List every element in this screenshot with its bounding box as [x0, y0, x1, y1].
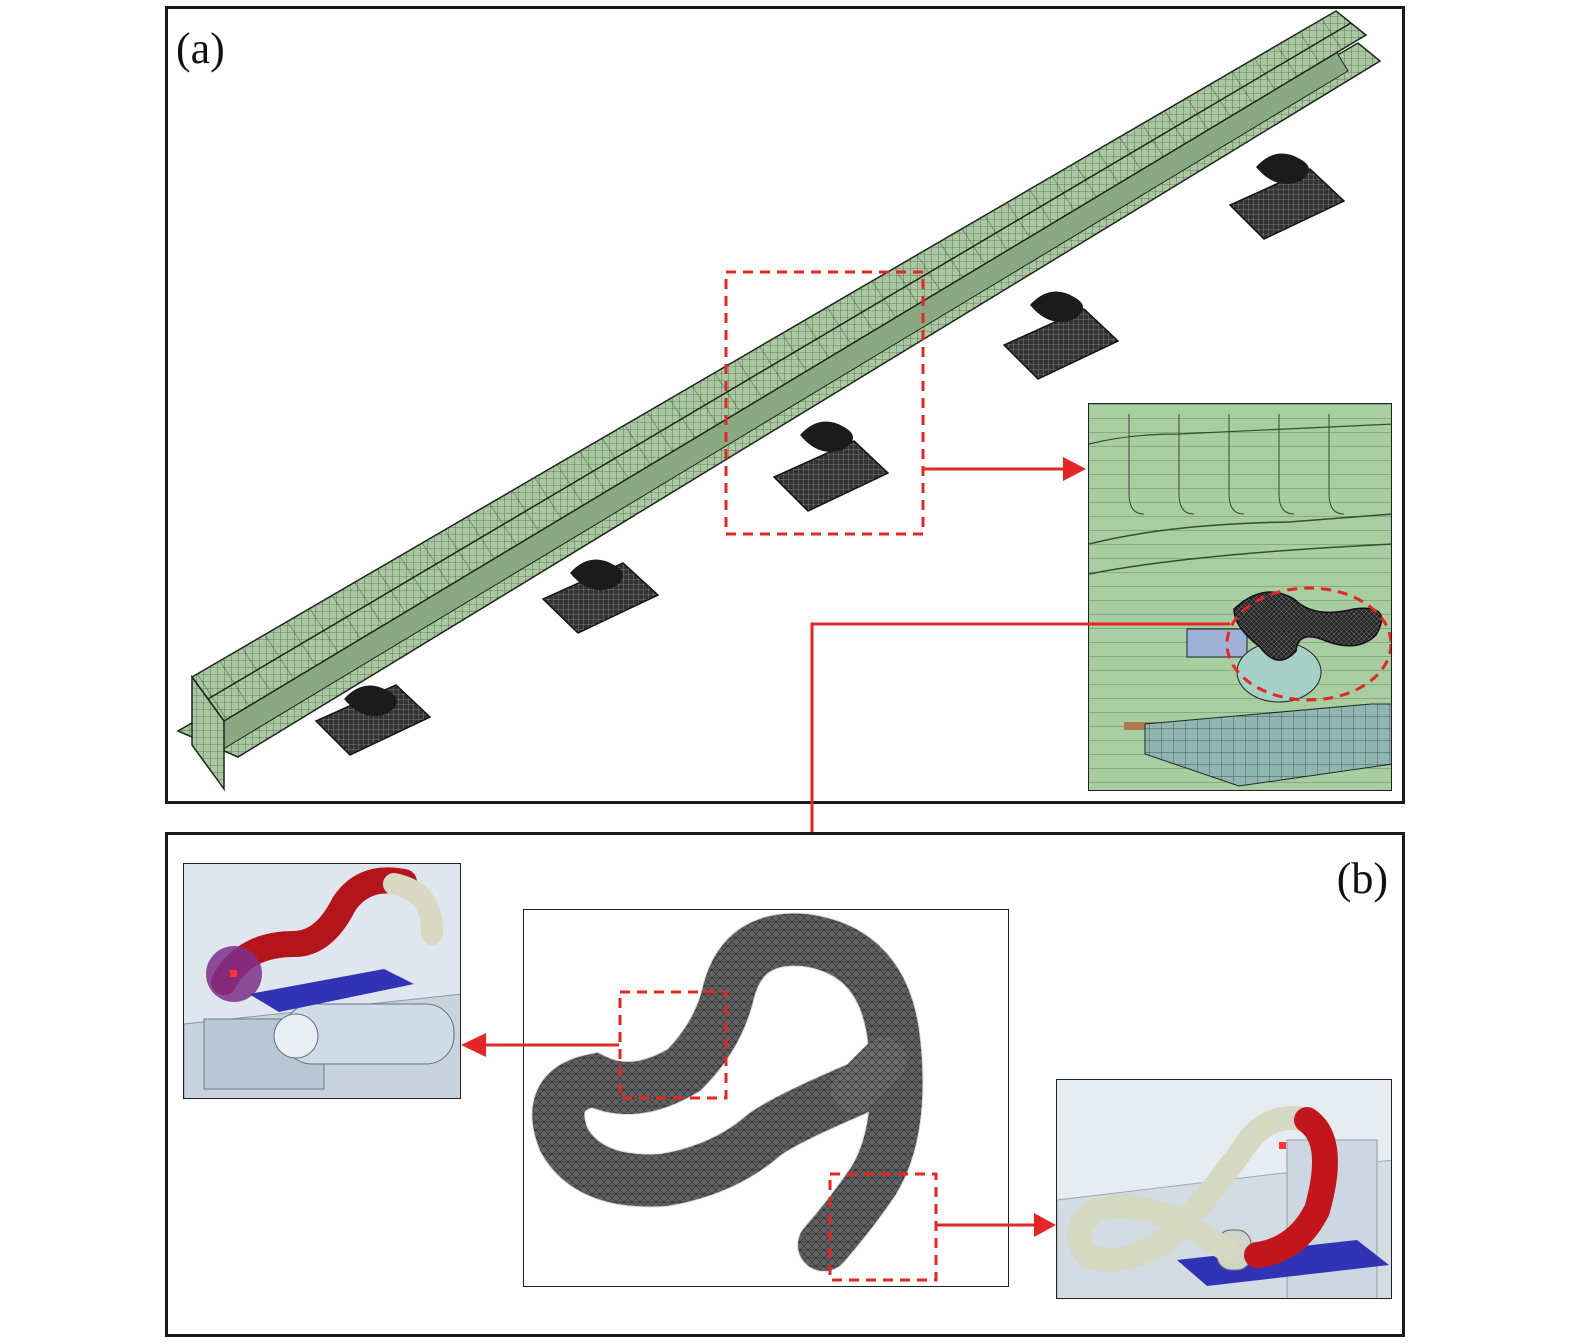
pad-blue — [1177, 1240, 1389, 1286]
zoom-region-box-b1 — [618, 990, 728, 1100]
inset-clip-left-region — [183, 863, 461, 1099]
rail-mesh-illustration — [176, 10, 1382, 792]
clip-right-render — [1057, 1080, 1391, 1298]
clip-body-neutral — [1067, 1106, 1319, 1272]
inset-clip-right-region — [1056, 1079, 1392, 1299]
fastener-5 — [1228, 153, 1346, 240]
insulator-pad-blue — [249, 969, 414, 1012]
fastener-zoom-illustration — [1089, 404, 1391, 790]
panel-b-label: (b) — [1336, 854, 1388, 903]
panel-b-clip-detail: (b) — [165, 832, 1405, 1337]
clip-left-render — [184, 864, 460, 1098]
fastener-3 — [772, 421, 890, 512]
fastener-2 — [541, 559, 660, 634]
e-clip-tetra-mesh — [532, 913, 923, 1271]
inset-rail-fastener-zoom — [1088, 403, 1392, 791]
zoom-region-box-a — [724, 270, 925, 536]
inset-clip-mesh — [523, 909, 1009, 1287]
e-clip-mesh — [1233, 591, 1383, 661]
panel-a-label: (a) — [176, 24, 225, 73]
panel-a-rail-model: (a) — [165, 6, 1405, 804]
fastener-1 — [314, 684, 432, 756]
zoom-region-circle — [1225, 586, 1391, 702]
clip-mesh-render — [531, 912, 938, 1282]
fastener-4 — [1002, 291, 1120, 380]
insulator-block — [1186, 628, 1248, 658]
zoom-region-box-b2 — [828, 1172, 938, 1282]
clip-stress-red-end — [1244, 1107, 1338, 1268]
rail-end-section — [191, 674, 225, 792]
